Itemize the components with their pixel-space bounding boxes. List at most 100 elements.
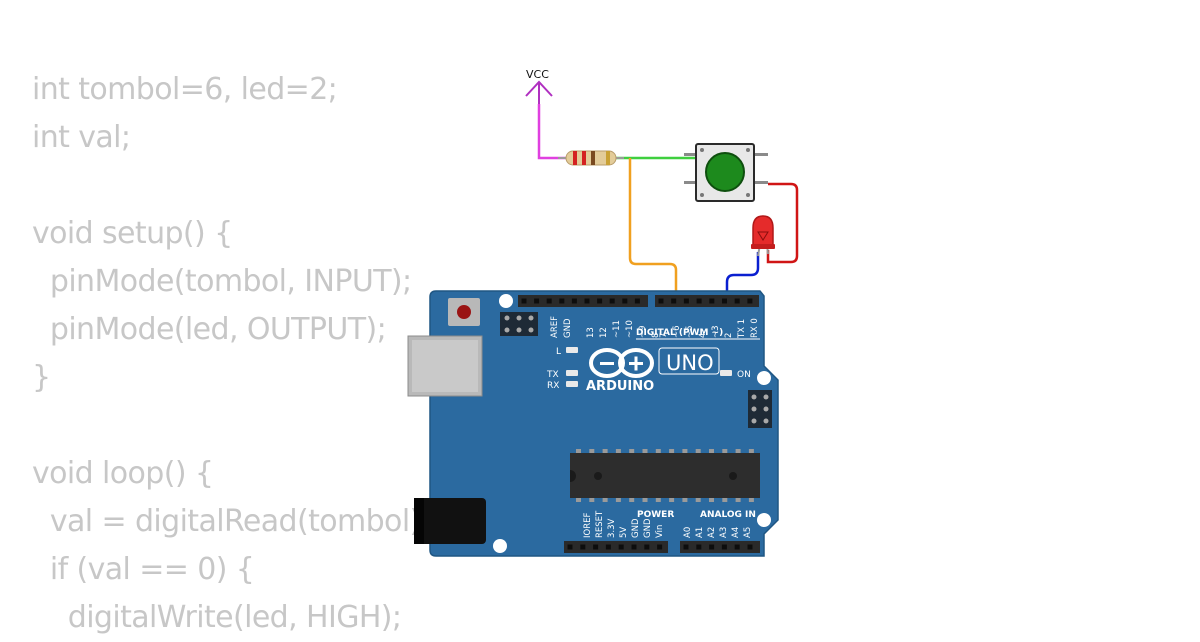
pin-label: A5 <box>743 527 753 538</box>
header-pin[interactable] <box>618 544 624 550</box>
pin-label: 2 <box>724 333 734 338</box>
top-header-right <box>655 295 759 307</box>
pin-label: 3.3V <box>607 518 617 538</box>
pin-label: 8 <box>651 333 661 338</box>
chip-leg <box>655 498 661 502</box>
chip-leg <box>722 449 728 453</box>
header-pin[interactable] <box>722 298 727 304</box>
brand-label: ARDUINO <box>586 379 654 394</box>
header-pin[interactable] <box>658 298 664 304</box>
header-pin[interactable] <box>683 544 689 550</box>
code-line[interactable]: int val; <box>32 120 131 155</box>
chip-leg <box>709 498 714 502</box>
chip-leg <box>615 449 621 453</box>
usb-connector[interactable] <box>407 335 483 397</box>
wire-red[interactable] <box>766 182 799 264</box>
push-button[interactable] <box>684 143 768 202</box>
code-line[interactable]: int tombol=6, led=2; <box>32 72 338 107</box>
header-pin[interactable] <box>747 298 753 304</box>
chip-leg <box>669 498 675 502</box>
led-red[interactable] <box>751 215 775 257</box>
header-pin[interactable] <box>622 298 628 304</box>
code-line[interactable]: void setup() { <box>32 216 233 251</box>
pin-label: ~3 <box>711 325 721 338</box>
chip-leg <box>682 498 688 502</box>
header-pin[interactable] <box>683 298 689 304</box>
pin-label: ~6 <box>672 325 682 338</box>
resistor[interactable] <box>558 150 624 166</box>
chip-leg <box>576 498 581 502</box>
code-line[interactable]: if (val == 0) { <box>32 552 255 587</box>
header-pin[interactable] <box>534 298 540 304</box>
pin-label: ~11 <box>612 320 622 338</box>
header-pin[interactable] <box>721 544 727 550</box>
power-label: POWER <box>637 510 674 520</box>
header-pin[interactable] <box>734 544 740 550</box>
code-line[interactable]: pinMode(led, OUTPUT); <box>32 312 387 347</box>
wire-vcc[interactable] <box>537 104 566 160</box>
pin-label: A2 <box>707 527 717 538</box>
header-pin[interactable] <box>567 544 573 550</box>
header-pin[interactable] <box>605 544 611 550</box>
header-pin[interactable] <box>709 298 715 304</box>
pin-label: 13 <box>586 327 596 338</box>
wire-blue[interactable] <box>725 252 760 300</box>
reset-button[interactable] <box>448 298 480 326</box>
bottom-header-pins[interactable] <box>567 544 753 550</box>
header-pin[interactable] <box>546 298 552 304</box>
code-editor[interactable]: int tombol=6, led=2; int val; void setup(… <box>32 66 431 642</box>
analog-label: ANALOG IN <box>700 510 756 520</box>
pin-label: GND <box>643 518 653 538</box>
wire-orange[interactable] <box>628 158 678 300</box>
chip-leg <box>695 449 701 453</box>
dc-power-jack[interactable] <box>414 498 486 544</box>
chip-pins <box>576 449 754 502</box>
header-pin[interactable] <box>734 298 740 304</box>
header-pin[interactable] <box>657 544 663 550</box>
chip-leg <box>748 498 754 502</box>
header-pin[interactable] <box>671 298 677 304</box>
code-line[interactable]: val = digitalRead(tombol); <box>32 504 431 539</box>
pin-label: 5V <box>619 527 629 538</box>
chip-leg <box>642 449 648 453</box>
vcc-terminal[interactable]: VCC <box>525 68 553 104</box>
header-pin[interactable] <box>609 298 615 304</box>
header-pin[interactable] <box>521 298 527 304</box>
pin-label: AREF <box>550 316 560 338</box>
pin-label: 7 <box>659 333 669 338</box>
digital-label: DIGITAL (PWM ~) <box>636 328 723 338</box>
led-rx-label: RX <box>547 381 559 391</box>
pin-label: IOREF <box>583 513 593 538</box>
header-pin[interactable] <box>709 544 715 550</box>
pin-label: GND <box>563 318 573 338</box>
icsp-header-right <box>748 390 772 428</box>
chip-leg <box>589 449 595 453</box>
header-pin[interactable] <box>584 298 590 304</box>
header-pin[interactable] <box>747 544 753 550</box>
pin-label: RESET <box>595 510 605 538</box>
header-pin[interactable] <box>597 298 603 304</box>
header-pin[interactable] <box>696 298 702 304</box>
header-pin[interactable] <box>580 544 586 550</box>
chip-leg <box>655 449 661 453</box>
header-pin[interactable] <box>634 298 640 304</box>
code-line[interactable]: pinMode(tombol, INPUT); <box>32 264 412 299</box>
code-line[interactable]: void loop() { <box>32 456 214 491</box>
header-pin[interactable] <box>593 544 599 550</box>
arduino-logo <box>589 348 654 378</box>
top-header-pins[interactable] <box>521 298 753 304</box>
header-pin[interactable] <box>571 298 577 304</box>
header-pin[interactable] <box>631 544 637 550</box>
pin-label: ~9 <box>638 325 648 338</box>
header-pin[interactable] <box>644 544 650 550</box>
header-pin[interactable] <box>696 544 702 550</box>
header-pin[interactable] <box>559 298 565 304</box>
chip-leg <box>589 498 595 502</box>
button-cap[interactable] <box>705 152 745 192</box>
code-line[interactable]: digitalWrite(led, HIGH); <box>32 600 402 635</box>
pin-label: ~5 <box>685 325 695 338</box>
code-line[interactable]: } <box>32 360 51 395</box>
